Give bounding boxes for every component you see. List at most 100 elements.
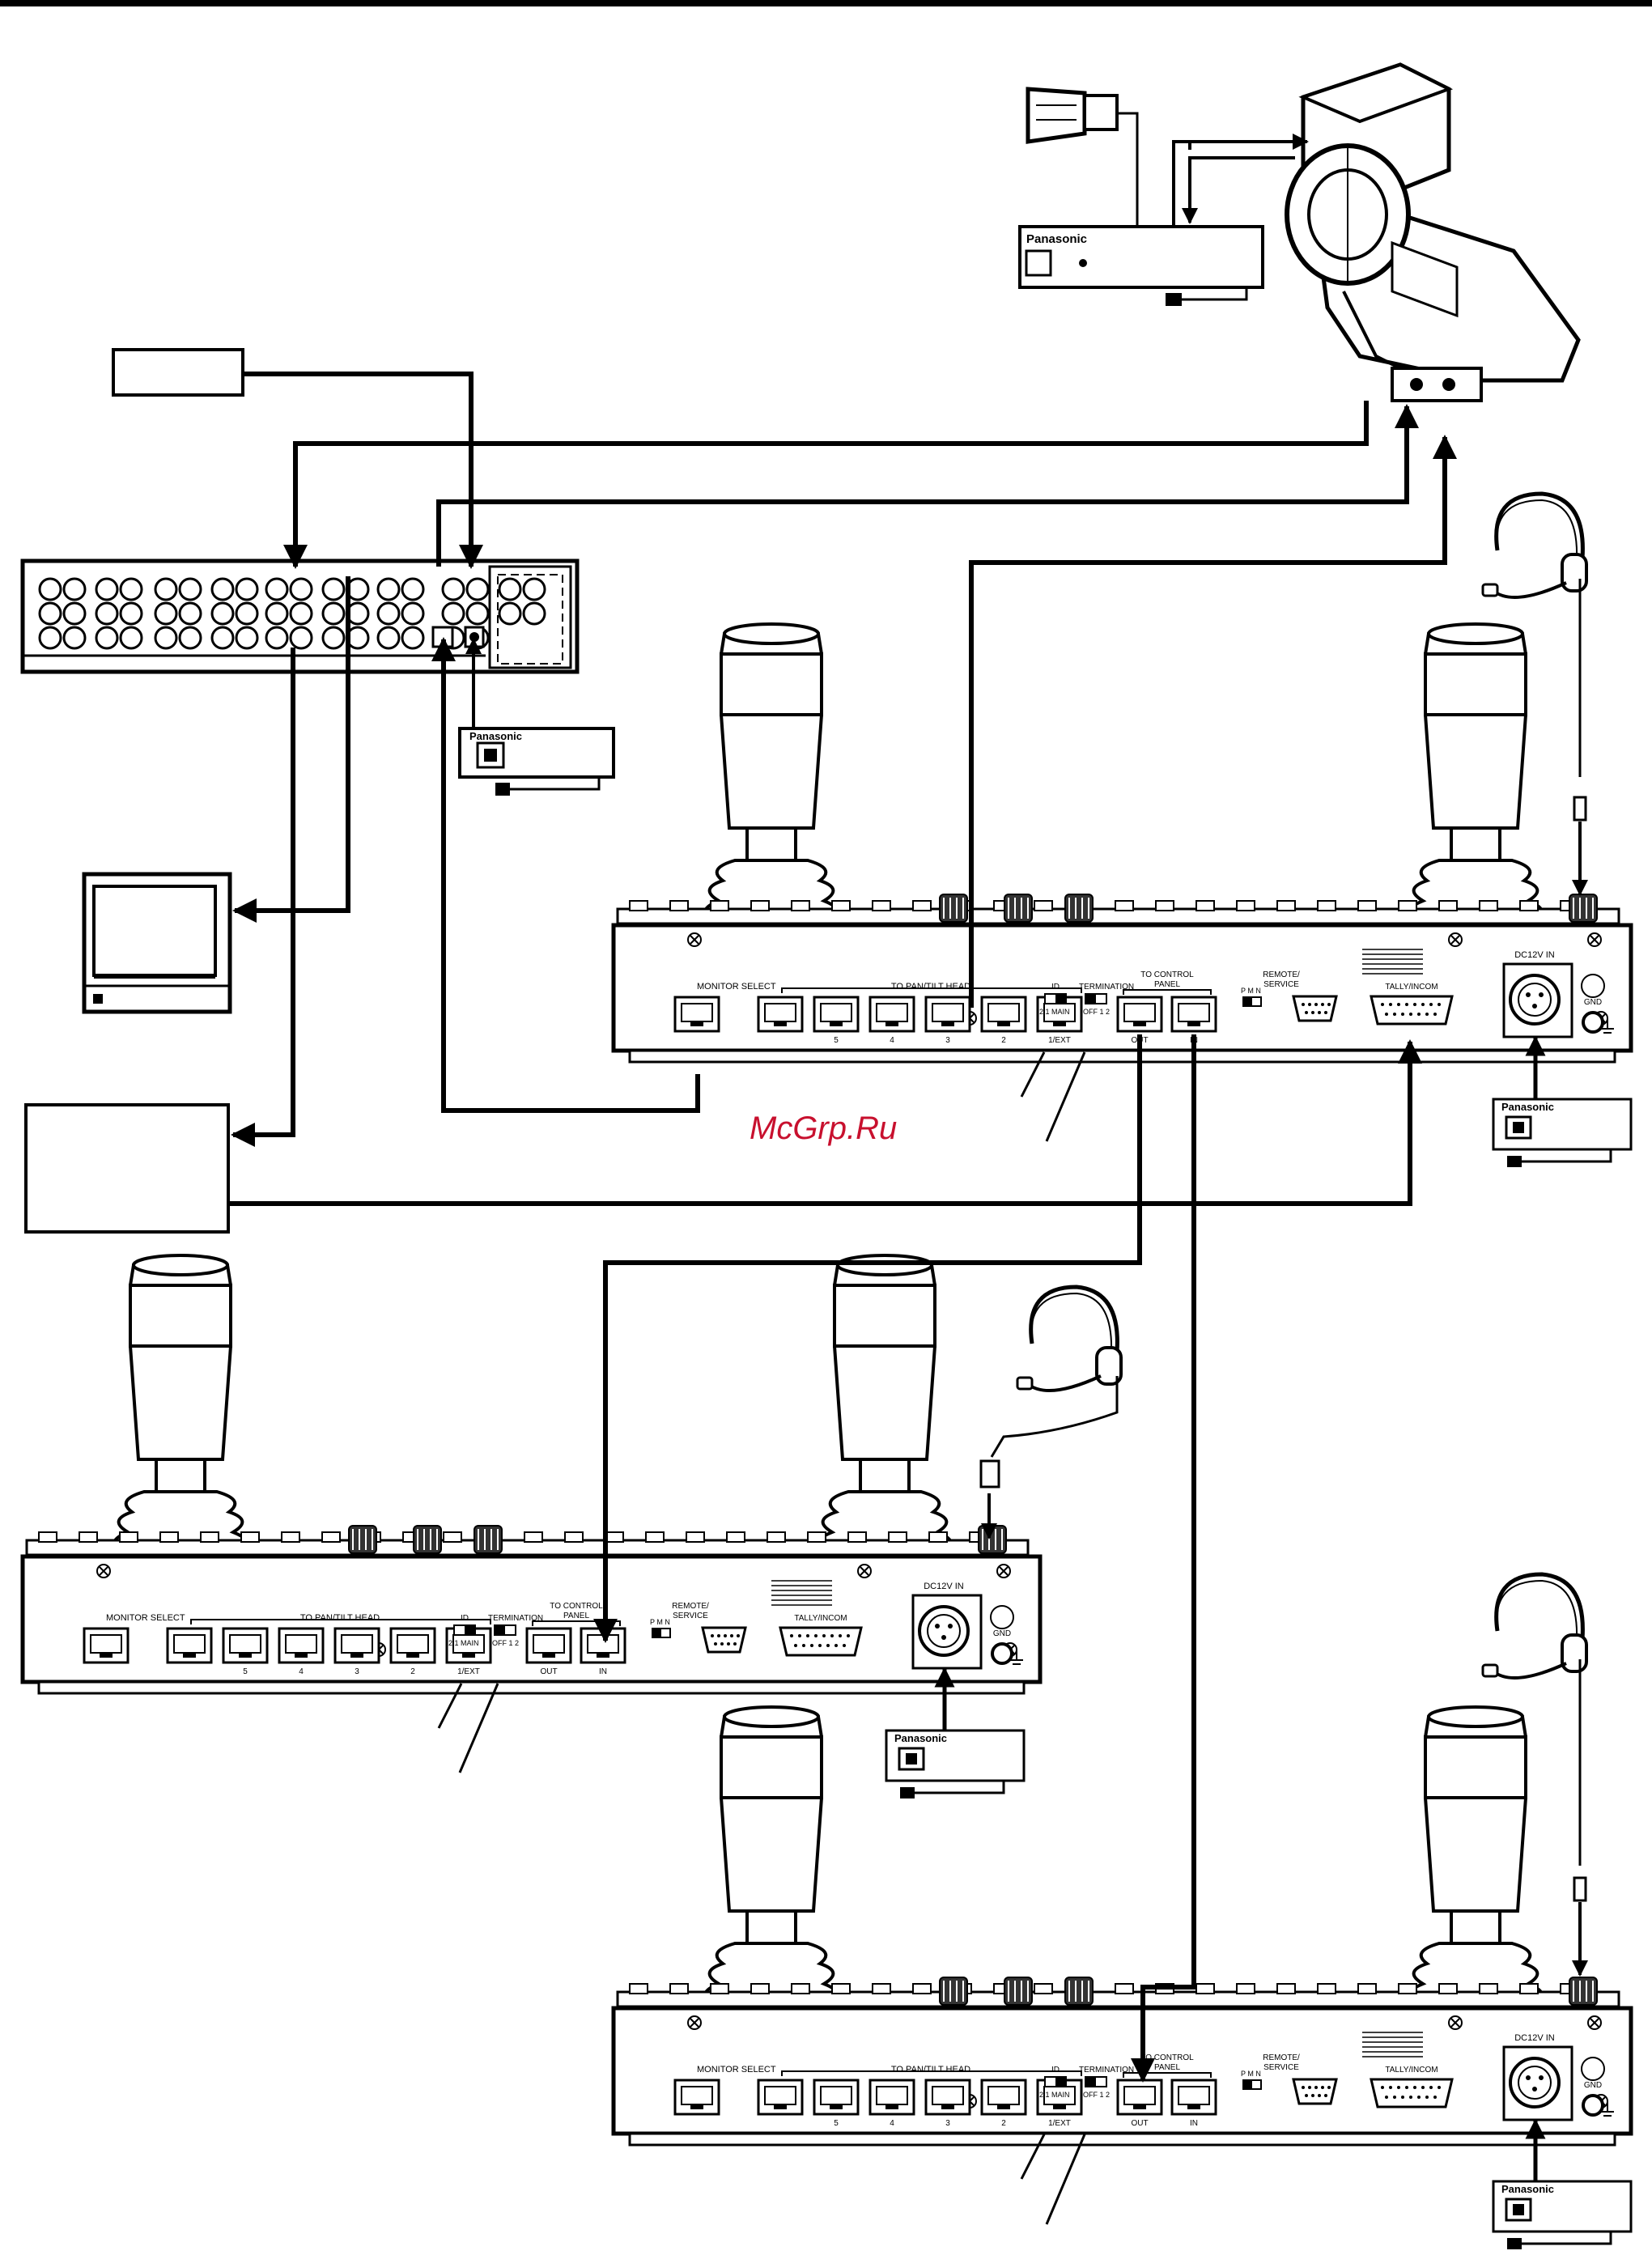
bnc-connector <box>95 626 119 650</box>
joystick-left[interactable] <box>701 622 842 936</box>
label-gnd: GND <box>993 1629 1011 1638</box>
label-id-positions: 2 1 MAIN <box>448 1639 479 1647</box>
joystick-left[interactable] <box>701 1705 842 2019</box>
joystick-right[interactable] <box>1405 1705 1546 2019</box>
bnc-connector <box>522 601 546 626</box>
remote-service-connector[interactable] <box>1292 995 1338 1022</box>
bnc-connector <box>154 601 178 626</box>
control-knob[interactable] <box>939 894 968 923</box>
label-to-control: TO CONTROL <box>1140 2053 1194 2062</box>
tally-incom-connector[interactable] <box>779 1626 863 1657</box>
port-pan-tilt-4[interactable] <box>924 2079 971 2116</box>
label-remote: REMOTE/ <box>672 1602 709 1611</box>
control-knob[interactable] <box>939 1977 968 2006</box>
label-port-4: 4 <box>890 2119 894 2128</box>
control-knob[interactable] <box>978 1525 1007 1554</box>
port-pan-tilt-2[interactable] <box>222 1627 269 1664</box>
label-panel: PANEL <box>1154 2063 1180 2072</box>
switcher-ac-adaptor: Panasonic <box>458 727 615 796</box>
device-box-small <box>112 348 244 397</box>
label-termination-positions: OFF 1 2 <box>492 1639 519 1647</box>
bnc-connector <box>235 626 259 650</box>
port-pan-tilt-4[interactable] <box>924 996 971 1033</box>
port-pan-tilt-5[interactable] <box>980 2079 1027 2116</box>
port-monitor-select[interactable] <box>673 996 720 1033</box>
headset-2-icon <box>1017 1287 1121 1391</box>
bnc-connector <box>235 601 259 626</box>
remote-service-connector[interactable] <box>1292 2078 1338 2105</box>
bnc-connector <box>38 577 62 601</box>
label-in: IN <box>1190 2119 1198 2128</box>
bnc-connector <box>441 601 465 626</box>
port-pan-tilt-2[interactable] <box>813 996 860 1033</box>
control-knob[interactable] <box>474 1525 503 1554</box>
bnc-connector <box>119 626 143 650</box>
remote-service-connector[interactable] <box>701 1626 747 1654</box>
control-knob[interactable] <box>348 1525 377 1554</box>
control-knob[interactable] <box>1064 894 1094 923</box>
control-knob[interactable] <box>1004 1977 1033 2006</box>
bnc-connector <box>154 577 178 601</box>
port-pan-tilt-2[interactable] <box>813 2079 860 2116</box>
port-monitor-select[interactable] <box>673 2079 720 2116</box>
monitor-icon <box>82 872 232 1014</box>
bnc-connector <box>321 601 346 626</box>
port-pan-tilt-5[interactable] <box>980 996 1027 1033</box>
label-termination-positions: OFF 1 2 <box>1083 1008 1110 1016</box>
control-knob[interactable] <box>1004 894 1033 923</box>
label-port-1/EXT: 1/EXT <box>1048 1036 1071 1045</box>
control-knob[interactable] <box>1064 1977 1094 2006</box>
port-control-out[interactable] <box>1116 2079 1163 2116</box>
port-pan-tilt-3[interactable] <box>868 996 915 1033</box>
bnc-connector <box>376 577 401 601</box>
label-id: ID <box>1051 983 1060 992</box>
label-pmn: P M N <box>1241 987 1261 995</box>
switcher-connectors <box>38 577 546 650</box>
control-knob[interactable] <box>1569 1977 1598 2006</box>
port-pan-tilt-3[interactable] <box>278 1627 325 1664</box>
label-termination-positions: OFF 1 2 <box>1083 2091 1110 2099</box>
port-pan-tilt-1[interactable] <box>166 1627 213 1664</box>
gnd-terminal[interactable] <box>1582 2094 1604 2117</box>
label-to-pan-tilt-head: TO PAN/TILT HEAD <box>300 1613 380 1623</box>
port-pan-tilt-4[interactable] <box>333 1627 380 1664</box>
joystick-right[interactable] <box>1405 622 1546 936</box>
label-termination: TERMINATION <box>1079 983 1134 992</box>
port-control-out[interactable] <box>525 1627 572 1664</box>
top-rule <box>0 0 1652 6</box>
tally-incom-connector[interactable] <box>1370 2078 1454 2108</box>
bnc-connector <box>95 577 119 601</box>
port-pan-tilt-1[interactable] <box>757 996 804 1033</box>
control-knob[interactable] <box>413 1525 442 1554</box>
joystick-right[interactable] <box>814 1254 955 1568</box>
camera-icon <box>1285 62 1581 402</box>
port-control-in[interactable] <box>1170 996 1217 1033</box>
adaptor-brand-1: Panasonic <box>1501 1101 1554 1113</box>
label-monitor-select: MONITOR SELECT <box>106 1613 185 1623</box>
control-knob[interactable] <box>1569 894 1598 923</box>
label-tally-incom: TALLY/INCOM <box>1385 983 1438 992</box>
bnc-connector <box>465 577 490 601</box>
label-port-3: 3 <box>945 1036 950 1045</box>
label-monitor-select: MONITOR SELECT <box>697 982 776 992</box>
port-monitor-select[interactable] <box>83 1627 130 1664</box>
port-pan-tilt-5[interactable] <box>389 1627 436 1664</box>
label-termination: TERMINATION <box>1079 2066 1134 2075</box>
port-pan-tilt-3[interactable] <box>868 2079 915 2116</box>
bnc-connector <box>235 577 259 601</box>
tally-incom-connector[interactable] <box>1370 995 1454 1026</box>
label-port-4: 4 <box>299 1667 304 1676</box>
label-out: OUT <box>1131 2119 1148 2128</box>
port-control-out[interactable] <box>1116 996 1163 1033</box>
gnd-terminal[interactable] <box>991 1642 1013 1665</box>
gnd-terminal[interactable] <box>1582 1011 1604 1034</box>
svg-text:Panasonic: Panasonic <box>469 730 522 742</box>
port-pan-tilt-1[interactable] <box>757 2079 804 2116</box>
label-port-2: 2 <box>1001 2119 1006 2128</box>
label-port-5: 5 <box>243 1667 248 1676</box>
watermark-text: McGrp.Ru <box>750 1111 897 1146</box>
port-control-in[interactable] <box>1170 2079 1217 2116</box>
joystick-left[interactable] <box>110 1254 251 1568</box>
camera-ac-adaptor: Panasonic <box>1018 225 1264 306</box>
